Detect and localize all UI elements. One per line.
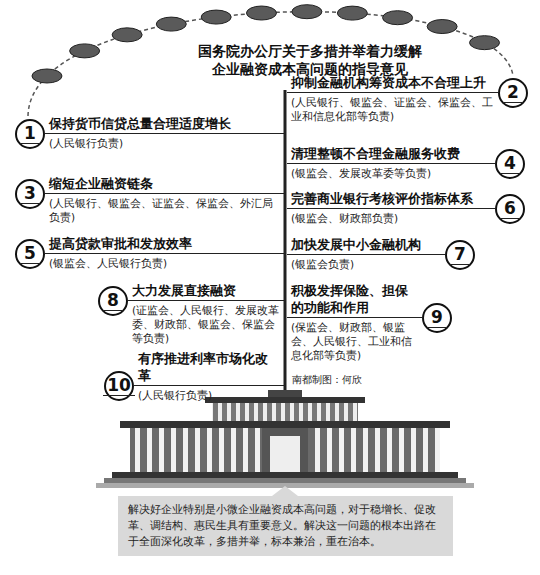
responsible-note: (银监会、财政部负责) — [287, 209, 495, 225]
number-circle: 2 — [498, 78, 528, 108]
number-circle: 10 — [104, 371, 134, 401]
responsible-note: (人民银行负责) — [45, 134, 284, 150]
measure-heading: 大力发展直接融资 — [128, 282, 284, 301]
number-circle: 5 — [15, 239, 45, 269]
arc-bead — [201, 10, 231, 24]
responsible-note: (证监会、人民银行、发展改革委、财政部、银监会、保监会等负责) — [128, 301, 284, 345]
number-circle: 6 — [495, 194, 525, 224]
callout-number: 8 — [103, 292, 123, 311]
callout-number: 4 — [500, 155, 520, 174]
measure-box: 大力发展直接融资(证监会、人民银行、发展改革委、财政部、银监会、保监会等负责)8 — [128, 282, 284, 345]
building-illustration — [96, 390, 474, 488]
arc-bead — [383, 11, 413, 25]
measure-heading: 有序推进利率市场化改革 — [134, 350, 284, 386]
summary-text: 解决好企业特别是小微企业融资成本高问题，对于稳增长、促改革、调结构、惠民生具有重… — [128, 502, 443, 550]
callout-number: 7 — [450, 246, 470, 265]
measure-box: 有序推进利率市场化改革(人民银行负责)10 — [134, 350, 284, 402]
measure-heading: 完善商业银行考核评价指标体系 — [287, 190, 495, 209]
measure-heading: 缩短企业融资链条 — [45, 175, 284, 194]
number-circle: 3 — [15, 179, 45, 209]
callout-number: 5 — [20, 245, 40, 264]
responsible-note: (保监会、财政部、银监会、人民银行、工业和信息化部等负责) — [287, 318, 422, 362]
measure-heading: 清理整顿不合理金融服务收费 — [287, 145, 495, 164]
measure-box: 积极发挥保险、担保的功能和作用(保监会、财政部、银监会、人民银行、工业和信息化部… — [287, 282, 422, 362]
measure-box: 缩短企业融资链条(人民银行、银监会、证监会、保监会、外汇局负责)3 — [45, 175, 284, 224]
arc-bead — [337, 6, 367, 20]
measure-box: 抑制金融机构筹资成本不合理上升(人民银行、银监会、证监会、保监会、工业和信息化部… — [287, 74, 498, 123]
credit-label: 南都制图：何欣 — [292, 374, 362, 386]
callout-number: 9 — [427, 309, 447, 328]
measure-box: 清理整顿不合理金融服务收费(银监会、发展改革委等负责)4 — [287, 145, 495, 180]
arc-bead — [156, 17, 186, 31]
measure-box: 加快发展中小金融机构(银监会负责)7 — [287, 236, 445, 271]
title: 国务院办公厅关于多措并举着力缓解 企业融资成本高问题的指导意见 — [190, 42, 430, 78]
responsible-note: (银监会、发展改革委等负责) — [287, 164, 495, 180]
measure-heading: 提高贷款审批和发放效率 — [45, 235, 284, 254]
callout-number: 3 — [20, 185, 40, 204]
responsible-note: (人民银行、银监会、证监会、保监会、工业和信息化部等负责) — [287, 93, 498, 123]
summary-box: 解决好企业特别是小微企业融资成本高问题，对于稳增长、促改革、调结构、惠民生具有重… — [118, 496, 453, 556]
caption-pointer — [272, 486, 298, 496]
measure-box: 保持货币信贷总量合理适度增长(人民银行负责)1 — [45, 115, 284, 150]
arc-beads — [32, 5, 500, 83]
arc-bead — [470, 36, 500, 50]
measure-heading: 加快发展中小金融机构 — [287, 236, 445, 255]
arc-bead — [70, 44, 100, 58]
measure-heading: 保持货币信贷总量合理适度增长 — [45, 115, 284, 134]
responsible-note: (人民银行负责) — [134, 386, 284, 402]
number-circle: 7 — [445, 240, 475, 270]
arc-bead — [427, 20, 457, 34]
arc-bead — [246, 6, 276, 20]
number-circle: 1 — [15, 119, 45, 149]
arc-bead — [112, 28, 142, 42]
responsible-note: (人民银行、银监会、证监会、保监会、外汇局负责) — [45, 194, 284, 224]
arc-bead — [32, 69, 62, 83]
callout-number: 2 — [503, 84, 523, 103]
arc-bead — [292, 5, 322, 19]
measure-heading: 积极发挥保险、担保的功能和作用 — [287, 282, 422, 318]
responsible-note: (银监会负责) — [287, 255, 445, 271]
callout-number: 10 — [103, 377, 135, 396]
measure-box: 提高贷款审批和发放效率(银监会、人民银行负责)5 — [45, 235, 284, 270]
number-circle: 9 — [422, 303, 452, 333]
number-circle: 4 — [495, 149, 525, 179]
callout-number: 6 — [500, 200, 520, 219]
measure-box: 完善商业银行考核评价指标体系(银监会、财政部负责)6 — [287, 190, 495, 225]
number-circle: 8 — [98, 286, 128, 316]
callout-number: 1 — [20, 125, 40, 144]
responsible-note: (银监会、人民银行负责) — [45, 254, 284, 270]
